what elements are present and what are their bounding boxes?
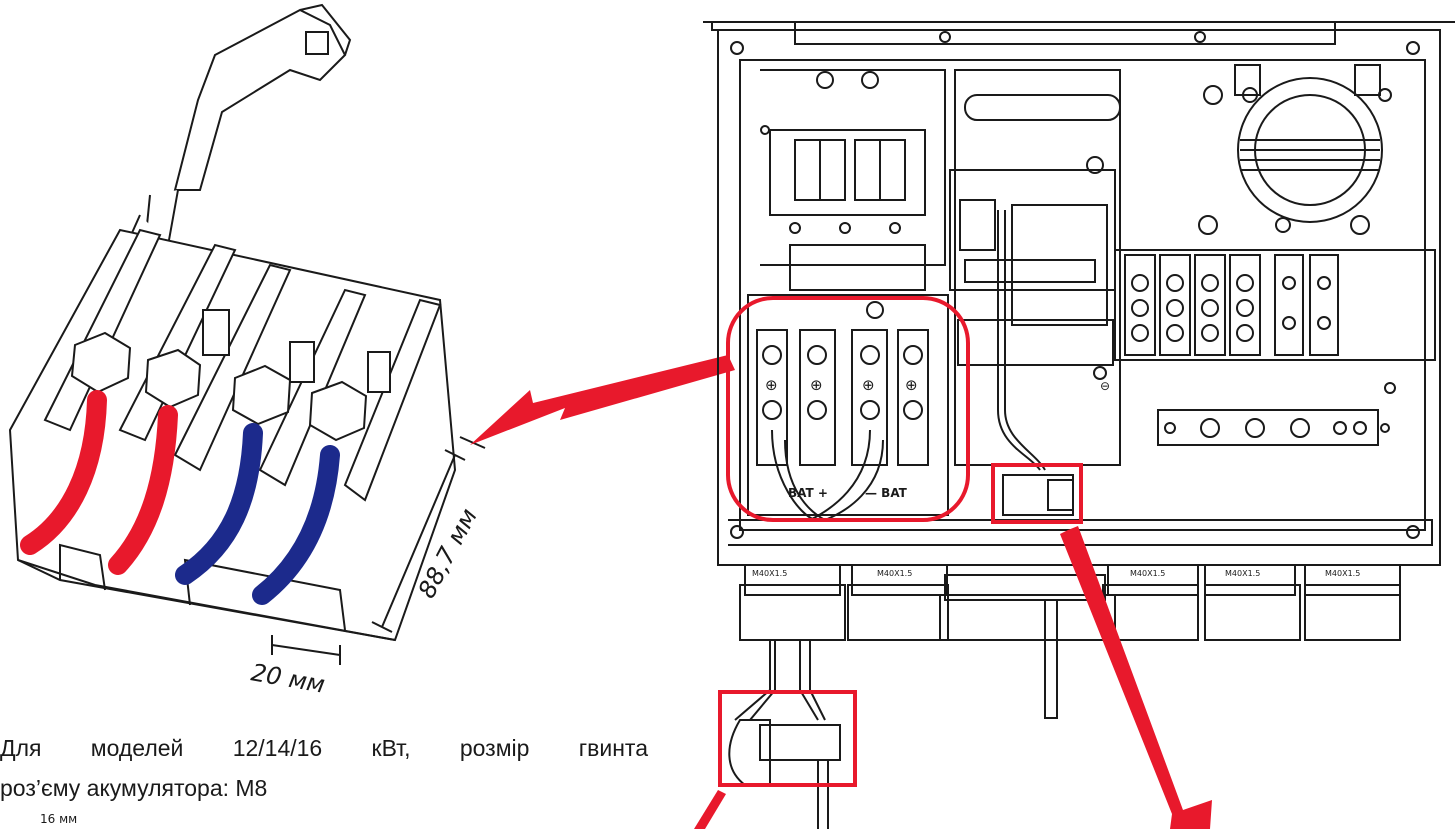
terminal-stud [202,309,391,393]
hex-nut [70,331,368,442]
plus-mark: ⊕ [862,376,875,394]
callout-arrow-external [694,790,726,829]
inverter-enclosure [703,21,1455,829]
cable-clamp-highlight [991,463,1083,524]
gland-label: M40X1.5 [752,569,787,578]
negative-cable [175,423,263,585]
cable-gland-row [739,564,1401,641]
highlights [718,296,1083,787]
gland-label: M40X1.5 [877,569,912,578]
plus-mark: ⊕ [765,376,778,394]
external-clamp-highlight [718,690,857,787]
bat-positive-label: BAT + [788,486,828,500]
terminal-block-illustration [8,3,457,642]
callout-arrows-bottom [694,526,1212,829]
description-line-2: роз’єму акумулятора: М8 [0,775,268,801]
gland-label: M40X1.5 [1130,569,1165,578]
callout-arrow-left [470,355,735,445]
positive-cable [108,405,178,575]
battery-terminal-highlight [726,296,970,522]
minus-mark: ⊖ [1100,379,1110,393]
gland-labels: M40X1.5 M40X1.5 M40X1.5 M40X1.5 M40X1.5 [752,569,1360,578]
cutoff-dimension-label: 16 мм [40,812,78,826]
plus-mark: ⊕ [905,376,918,394]
negative-cable [252,445,340,605]
bat-negative-label: — BAT [865,486,908,500]
positive-cable [20,390,107,555]
battery-cables [20,390,340,605]
width-dimension-label: 20 мм [249,658,327,698]
callout-arrow-clamp [1060,526,1212,829]
gland-label: M40X1.5 [1225,569,1260,578]
gland-label: M40X1.5 [1325,569,1360,578]
battery-screw-description: Для моделей 12/14/16 кВт, розмір гвинта … [0,728,650,808]
description-line-1: Для моделей 12/14/16 кВт, розмір гвинта [0,735,648,761]
dimension-marks [271,436,486,665]
plus-mark: ⊕ [810,376,823,394]
